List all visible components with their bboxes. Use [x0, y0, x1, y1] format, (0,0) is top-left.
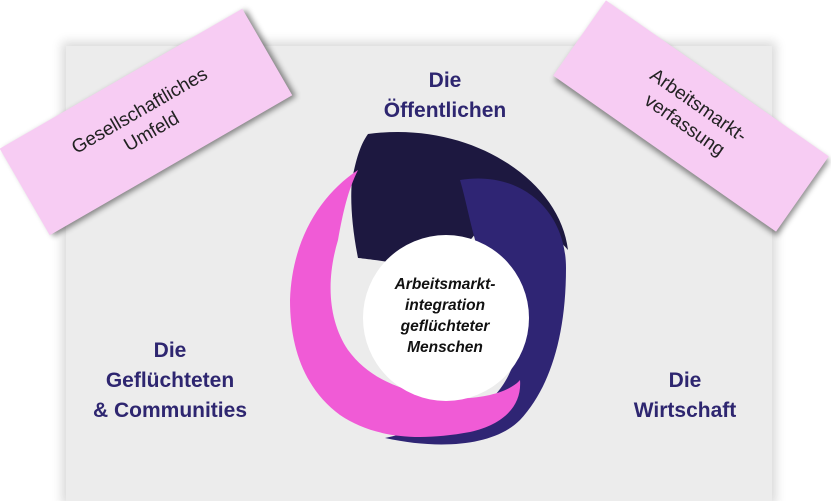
actor-label-economy: Die Wirtschaft — [610, 366, 760, 426]
actor-line: Öffentlichen — [383, 99, 507, 122]
actor-line: Die — [428, 69, 462, 92]
center-goal-text: Arbeitsmarkt- integration geflüchteter M… — [365, 274, 525, 358]
center-circle — [363, 235, 529, 401]
center-line: geflüchteter — [400, 318, 490, 335]
actor-line: Die — [668, 369, 702, 392]
actor-line: Wirtschaft — [633, 399, 737, 422]
arc-public — [351, 131, 568, 268]
actor-line: Geflüchteten — [105, 369, 235, 392]
center-line: Arbeitsmarkt- — [394, 276, 496, 293]
actor-line: Die — [153, 339, 187, 362]
center-line: integration — [404, 297, 486, 314]
center-line: Menschen — [407, 339, 483, 356]
arc-refugees — [290, 170, 521, 437]
actor-label-public: Die Öffentlichen — [360, 66, 530, 126]
actor-line: & Communities — [92, 399, 247, 422]
arc-economy — [385, 178, 566, 445]
actor-label-refugees: Die Geflüchteten & Communities — [60, 336, 280, 426]
